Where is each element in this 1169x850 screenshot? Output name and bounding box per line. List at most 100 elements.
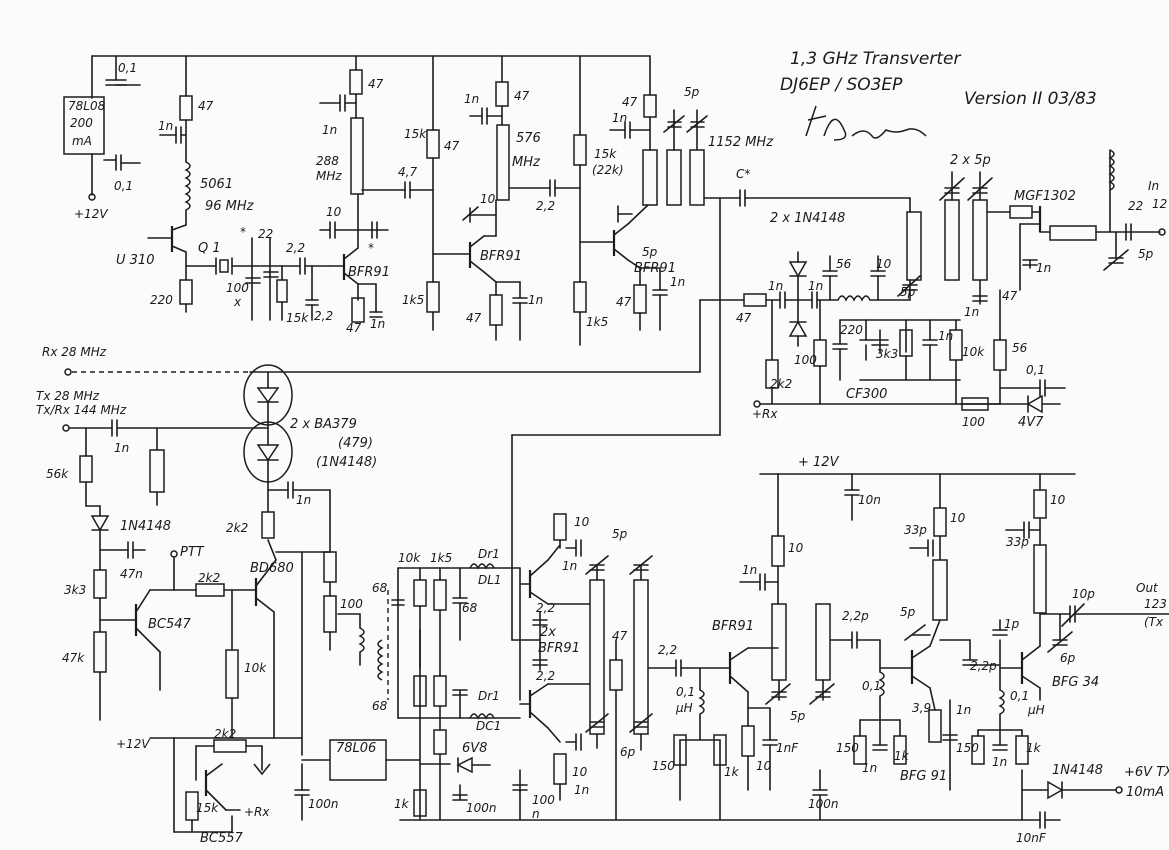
label-parts-freq_288: 288 (316, 154, 339, 168)
pin-diode-switch (243, 364, 331, 553)
label-values-c2x5p: 2 x 5p (950, 153, 991, 168)
label-values-r10_c: 10 (756, 759, 772, 773)
label-values-r150_a: 150 (652, 759, 675, 773)
title-block: 1,3 GHz Transverter DJ6EP / SO3EP Versio… (780, 49, 1097, 141)
label-parts-reg_78l08-2: mA (72, 134, 92, 148)
label-values-r10_a: 10 (574, 515, 590, 529)
label-values-c1n_e: 1n (528, 293, 543, 307)
label-parts-n4148_1: 1N4148 (120, 519, 171, 534)
label-values-c220: 220 (840, 323, 863, 337)
label-values-l01_c: 0,1 (1010, 689, 1029, 703)
label-parts-dr1_a: Dr1 (478, 547, 500, 561)
label-values-c22_e: 2,2 (314, 309, 333, 323)
label-values-c5p_c: 5p (900, 285, 916, 299)
label-parts-bfr91_1: BFR91 (348, 265, 390, 280)
title-line1: 1,3 GHz Transverter (790, 49, 961, 69)
label-values-r47_i: 47 (1002, 289, 1018, 303)
tx-attenuator (323, 551, 365, 666)
label-values-r10_e: 10 (950, 511, 966, 525)
label-values-c22p_b: 2,2p (970, 659, 997, 673)
label-values-c47_a: 4,7 (398, 165, 417, 179)
label-values-c5p_g: 5p (900, 605, 916, 619)
label-values-r10k: 10k (962, 345, 985, 359)
label-parts-n4148_2: 1N4148 (1052, 763, 1103, 778)
title-version: Version II 03/83 (964, 89, 1097, 109)
label-values-c5p_b: 5p (684, 85, 700, 99)
label-values-c01_b: 0,1 (114, 179, 133, 193)
crystal-q1 (209, 257, 253, 275)
tx-filter-lines (585, 555, 653, 821)
lo-to-tx-mixer (511, 197, 721, 641)
rx-mixer (711, 211, 1001, 408)
label-values-c01_c: 0,1 (1026, 363, 1045, 377)
label-values-r10_b: 10 (572, 765, 588, 779)
label-parts-star: * (240, 225, 246, 239)
label-values-c1n_o: 1n (574, 783, 589, 797)
label-ports-rx28: Rx 28 MHz (42, 345, 107, 359)
label-values-c100n_b: 100n (466, 801, 497, 815)
osc-supply (159, 55, 193, 226)
label-values-r10_f: 10 (1050, 493, 1066, 507)
label-values-r100: 100 (794, 353, 817, 367)
label-values-r150_c: 150 (956, 741, 979, 755)
regulator-78l08: 78L08 200 mA (63, 96, 141, 201)
rx28-line (64, 299, 713, 376)
label-values-c1n_a: 1n (158, 119, 173, 133)
label-parts-dr1_a2: DL1 (478, 573, 502, 587)
label-parts-freq_1152: 1152 MHz (708, 135, 774, 150)
label-values-c1n_q: 1n (862, 761, 877, 775)
label-values-r47_d: 47 (514, 89, 530, 103)
label-values-c5p_e: 5p (612, 527, 628, 541)
label-parts-cap_cstar: C* (736, 167, 750, 181)
stripline-288 (319, 55, 434, 199)
label-values-l01_b: 0,1 (862, 679, 881, 693)
label-parts-diodes_1n4148: 2 x 1N4148 (770, 211, 845, 226)
label-values-r3_9: 3,9 (912, 701, 931, 715)
label-values-c1n_m: 1n (296, 493, 311, 507)
label-values-c1n_p: 1n (742, 563, 757, 577)
ptt-switch (134, 511, 331, 756)
label-values-c1n_j: 1n (964, 305, 979, 319)
label-values-r3k3_b: 3k3 (64, 583, 86, 597)
label-values-r47_e: 47 (346, 321, 362, 335)
label-values-r10k_c: 10k (398, 551, 421, 565)
label-values-c22_g: 2,2 (536, 601, 555, 615)
transistor-bfr91-3 (612, 204, 668, 331)
label-values-c22_d: 2,2 (286, 241, 305, 255)
label-values-c1n_i: 1n (808, 279, 823, 293)
label-parts-bc547: BC547 (148, 617, 192, 632)
label-values-c1n_s: 1n (992, 755, 1007, 769)
label-values-c10p: 10p (1072, 587, 1095, 601)
label-values-c6p: 6p (620, 745, 636, 759)
label-values-r220: 220 (150, 293, 173, 307)
label-parts-star: * (368, 241, 374, 255)
label-values-c1n_k: 1n (1036, 261, 1051, 275)
top-supply-rail (91, 55, 651, 99)
label-values-r47_h: 47 (736, 311, 752, 325)
label-values-r56k: 56k (46, 467, 69, 481)
label-ports-in_label: In (1148, 179, 1159, 193)
osc-tank (245, 237, 331, 321)
label-values-c1n_d: 1n (370, 317, 385, 331)
label-values-r10_d: 10 (788, 541, 804, 555)
label-parts-zener_6v8: 6V8 (462, 741, 487, 756)
label-values-c5p_d: 5p (1138, 247, 1154, 261)
label-values-c22_c: (22k) (592, 163, 624, 177)
title-line2: DJ6EP / SO3EP (780, 75, 903, 95)
label-values-c47n: 47n (120, 567, 143, 581)
label-values-c33p_a: 33p (904, 523, 927, 537)
label-values-c1n_n: 1n (562, 559, 577, 573)
label-parts-bfr91_2x: 2x (540, 625, 556, 640)
label-values-r100_b: 100 (962, 415, 985, 429)
label-parts-bfg91: BFG 91 (900, 769, 947, 784)
label-values-r10k_b: 10k (244, 661, 267, 675)
label-values-c1p: 1p (1004, 617, 1020, 631)
label-ports-txrx144: Tx/Rx 144 MHz (36, 403, 127, 417)
label-values-c10_c: 10 (876, 257, 892, 271)
label-values-c22_q: 22 (258, 227, 273, 241)
label-values-r47_c: 47 (444, 139, 460, 153)
label-parts-bc557: BC557 (200, 831, 244, 846)
label-parts-bfr91_4: BFR91 (712, 619, 754, 634)
label-parts-ba379_alt1: (479) (338, 436, 373, 451)
label-parts-ba379_alt2: (1N4148) (316, 455, 377, 470)
